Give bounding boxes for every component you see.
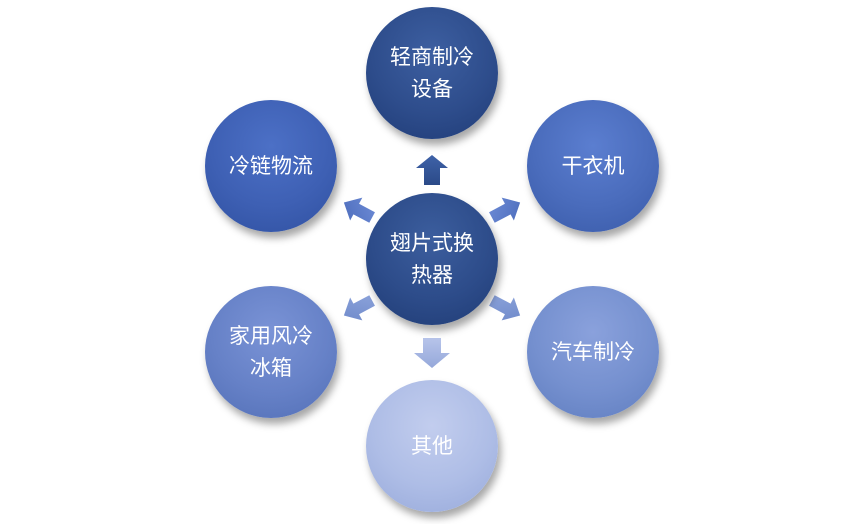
node-lower-right-label: 汽车制冷 [551, 340, 635, 364]
arrow-up-icon [416, 155, 448, 185]
node-lower-right: 汽车制冷 [527, 286, 659, 418]
node-lower-left-line2: 冰箱 [250, 356, 292, 380]
node-center-line2: 热器 [411, 263, 453, 287]
node-center: 翅片式换 热器 [366, 193, 498, 325]
node-bottom: 其他 [366, 380, 498, 512]
node-top: 轻商制冷 设备 [366, 7, 498, 139]
node-center-line1: 翅片式换 [390, 231, 474, 255]
arrow-lower-right-icon [489, 295, 521, 321]
arrow-down-icon [414, 338, 450, 368]
arrow-lower-left-icon [343, 295, 375, 321]
node-lower-left: 家用风冷 冰箱 [205, 286, 337, 418]
node-upper-left-label: 冷链物流 [229, 154, 313, 178]
node-top-line2: 设备 [411, 77, 453, 101]
node-lower-left-line1: 家用风冷 [229, 324, 313, 348]
node-top-line1: 轻商制冷 [390, 45, 474, 69]
node-upper-right: 干衣机 [527, 100, 659, 232]
node-upper-right-label: 干衣机 [561, 154, 625, 178]
arrow-upper-left-icon [343, 197, 375, 223]
node-upper-left: 冷链物流 [205, 100, 337, 232]
node-bottom-label: 其他 [411, 434, 453, 458]
arrow-upper-right-icon [489, 197, 521, 223]
